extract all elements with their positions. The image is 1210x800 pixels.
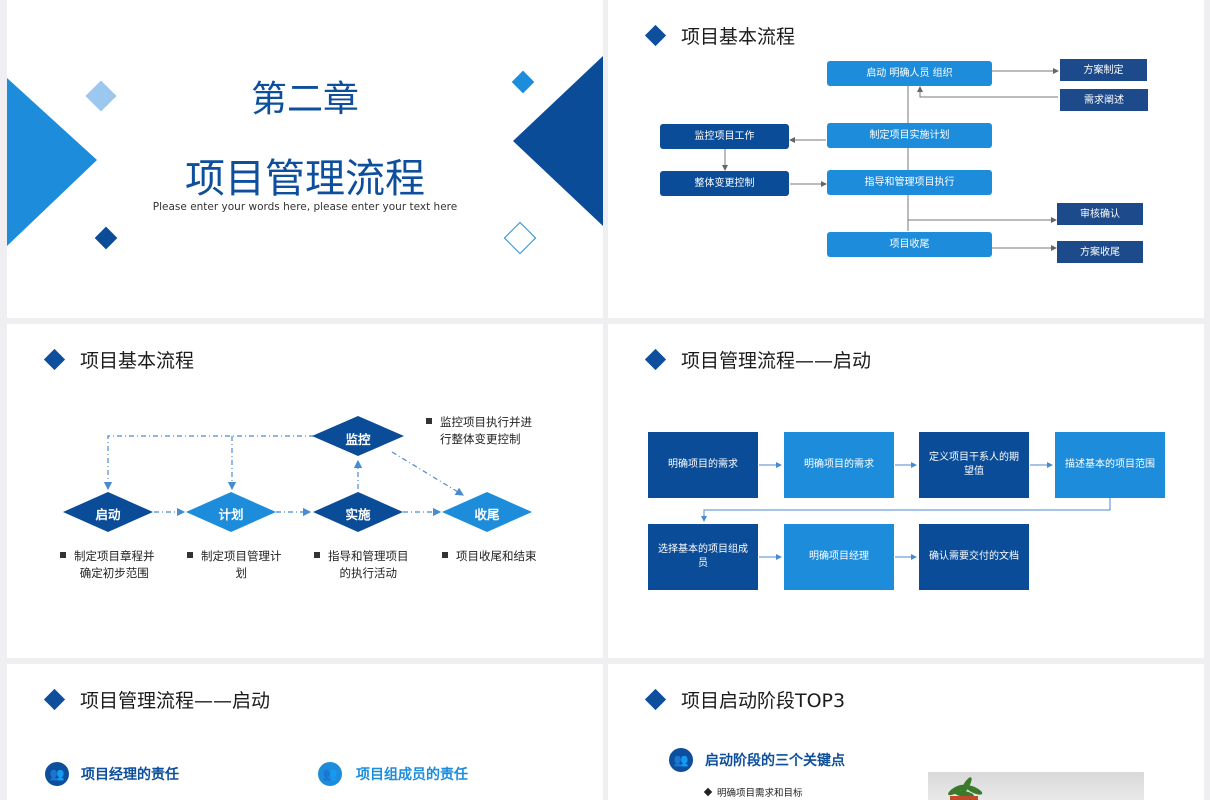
diamond-bullet-icon bbox=[644, 688, 667, 710]
role-manager-title: 项目经理的责任 bbox=[81, 767, 179, 783]
right-triangle bbox=[513, 56, 603, 226]
chapter-number: 第二章 bbox=[250, 79, 359, 120]
flow-box-start[interactable]: 启动 明确人员 组织 bbox=[827, 61, 992, 86]
step-4[interactable]: 描述基本的项目范围 bbox=[1055, 432, 1165, 498]
left-triangle bbox=[7, 78, 97, 246]
label-start: 启动 bbox=[95, 507, 121, 522]
role-member-title: 项目组成员的责任 bbox=[356, 767, 468, 783]
heading-text: 项目基本流程 bbox=[681, 25, 796, 48]
slide-heading: 项目管理流程——启动 bbox=[43, 687, 271, 712]
slide-heading: 项目基本流程 bbox=[644, 23, 796, 48]
step-2[interactable]: 明确项目的需求 bbox=[784, 432, 894, 498]
chapter-title: 项目管理流程 bbox=[185, 156, 425, 202]
team-icon: 👥 bbox=[45, 762, 69, 786]
heading-text: 项目管理流程——启动 bbox=[80, 689, 271, 712]
team-icon: 👥 bbox=[669, 748, 693, 772]
slide-basic-flow-diamonds[interactable]: 项目基本流程 监控 启动 计划 实施 收尾 监控项目执行并进 行整体变更控制 制… bbox=[7, 324, 603, 658]
step-5[interactable]: 选择基本的项目组成员 bbox=[648, 524, 758, 590]
label-plan: 计划 bbox=[218, 507, 244, 522]
flow-box-change-control[interactable]: 整体变更控制 bbox=[660, 171, 789, 196]
heading-text: 项目基本流程 bbox=[80, 349, 195, 372]
blue-diamond bbox=[511, 70, 535, 94]
diamond-bullet-icon bbox=[703, 787, 713, 797]
label-close: 收尾 bbox=[474, 507, 500, 522]
slide-heading: 项目启动阶段TOP3 bbox=[644, 687, 846, 712]
flow-box-plan[interactable]: 制定项目实施计划 bbox=[827, 123, 992, 148]
flow-box-monitor[interactable]: 监控项目工作 bbox=[660, 124, 789, 149]
flow-box-closing[interactable]: 方案收尾 bbox=[1057, 241, 1143, 263]
diamond-close[interactable] bbox=[442, 492, 532, 532]
slide-chapter-title[interactable]: 第二章 项目管理流程 Please enter your words here,… bbox=[7, 0, 603, 318]
heading-text: 项目启动阶段TOP3 bbox=[681, 689, 846, 712]
slide-responsibilities[interactable]: 项目管理流程——启动 👥 项目经理的责任 👥 项目组成员的责任 bbox=[7, 664, 603, 800]
step-1[interactable]: 明确项目的需求 bbox=[648, 432, 758, 498]
decorative-shapes bbox=[7, 56, 603, 255]
slide-top3[interactable]: 项目启动阶段TOP3 👥 启动阶段的三个关键点 明确项目需求和目标 bbox=[608, 664, 1204, 800]
diamond-execute[interactable] bbox=[313, 492, 403, 532]
plant-icon bbox=[948, 777, 983, 800]
diamond-flow-graphic bbox=[63, 416, 532, 532]
slide-heading: 项目基本流程 bbox=[43, 347, 195, 372]
step-3[interactable]: 定义项目干系人的期望值 bbox=[919, 432, 1029, 498]
flow-box-execute[interactable]: 指导和管理项目执行 bbox=[827, 170, 992, 195]
flow-connectors bbox=[722, 68, 1059, 251]
diamond-start[interactable] bbox=[63, 492, 153, 532]
note-plan: 制定项目管理计 划 bbox=[187, 548, 282, 581]
step-7[interactable]: 确认需要交付的文档 bbox=[919, 524, 1029, 590]
note-monitor: 监控项目执行并进 行整体变更控制 bbox=[426, 414, 532, 447]
flow-box-scheme[interactable]: 方案制定 bbox=[1060, 59, 1147, 81]
flow-box-review[interactable]: 审核确认 bbox=[1057, 203, 1143, 225]
step-connectors bbox=[701, 462, 1111, 560]
diamond-bullet-icon bbox=[43, 688, 66, 710]
slide-heading: 项目管理流程——启动 bbox=[644, 347, 872, 372]
slide-basic-flow[interactable]: 项目基本流程 启动 明确人员 组织 制定项目实施计划 指导和管理项目执行 项目收… bbox=[608, 0, 1204, 318]
slide-initiation-steps[interactable]: 项目管理流程——启动 明确项目的需求 明确项目的需求 定义项目干系人的期望值 描… bbox=[608, 324, 1204, 658]
note-execute: 指导和管理项目 的执行活动 bbox=[314, 548, 409, 581]
label-execute: 实施 bbox=[345, 507, 371, 522]
outline-diamond bbox=[503, 221, 537, 255]
diamond-monitor[interactable] bbox=[312, 416, 404, 456]
step-6[interactable]: 明确项目经理 bbox=[784, 524, 894, 590]
diamond-plan[interactable] bbox=[186, 492, 276, 532]
flow-box-close[interactable]: 项目收尾 bbox=[827, 232, 992, 257]
note-start: 制定项目章程并 确定初步范围 bbox=[60, 548, 155, 581]
label-monitor: 监控 bbox=[345, 432, 371, 447]
plant-photo bbox=[928, 772, 1144, 800]
note-close: 项目收尾和结束 bbox=[442, 548, 537, 565]
heading-text: 项目管理流程——启动 bbox=[681, 349, 872, 372]
chapter-subtitle: Please enter your words here, please ent… bbox=[152, 201, 458, 213]
dark-diamond bbox=[94, 226, 118, 250]
bullet-item: 明确项目需求和目标 bbox=[703, 785, 803, 799]
light-diamond bbox=[85, 80, 117, 112]
flow-box-requirement[interactable]: 需求阐述 bbox=[1060, 89, 1148, 111]
subheading: 启动阶段的三个关键点 bbox=[705, 753, 845, 769]
team-icon: 👥 bbox=[318, 762, 342, 786]
